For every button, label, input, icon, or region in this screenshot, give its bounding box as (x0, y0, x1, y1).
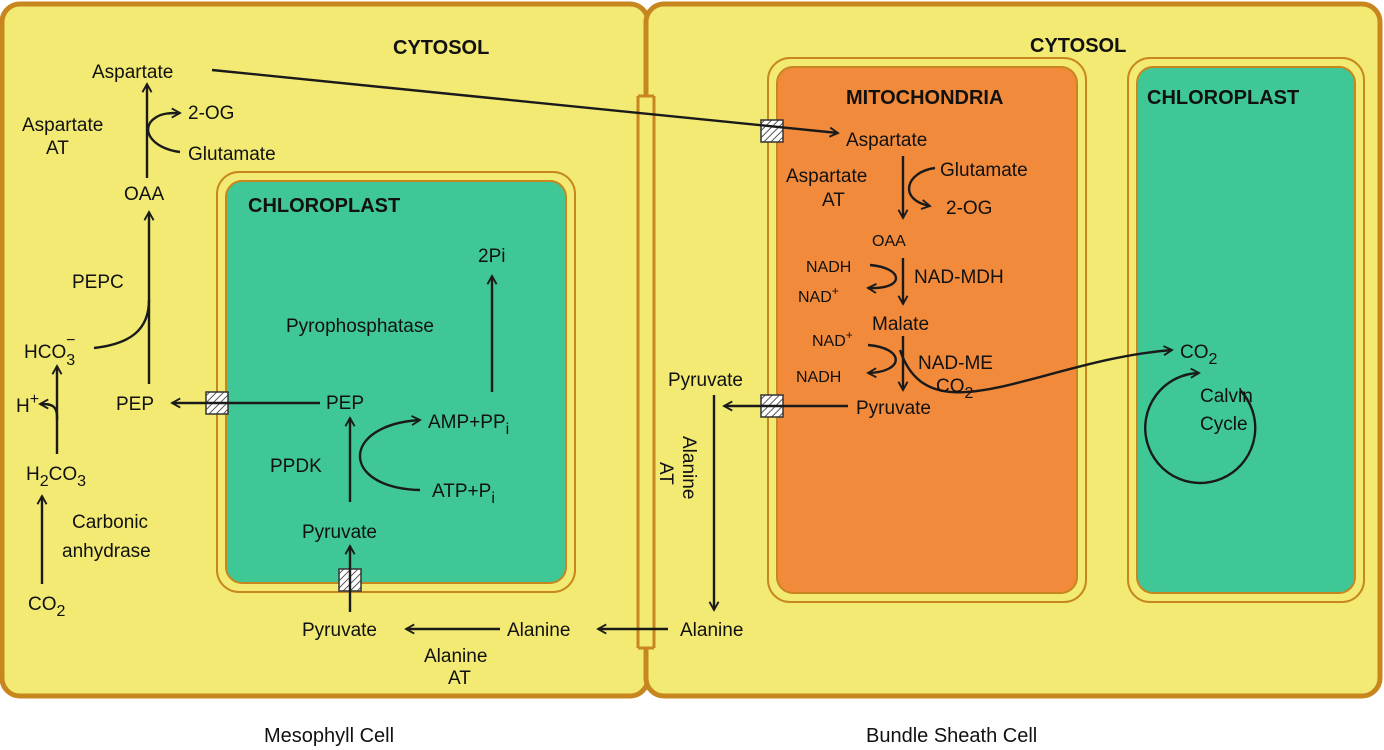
mesophyll-chloroplast (225, 180, 567, 584)
h-plus-sup: + (30, 391, 39, 408)
bs-chloroplast-title: CHLOROPLAST (1147, 87, 1299, 109)
nad-2-text: NAD (812, 333, 846, 350)
h2co3-co: CO (49, 464, 78, 485)
mito-co2-sub: 2 (965, 385, 974, 402)
mito-co2-label: CO2 (936, 376, 974, 402)
amp-pp-sub: i (506, 421, 510, 438)
mesophyll-co2-label: CO2 (28, 594, 66, 620)
arrow-nadh-to-nad-1 (868, 263, 898, 288)
mesophyll-pep-label: PEP (116, 394, 154, 415)
malate-label: Malate (872, 314, 929, 335)
bs-alanine-label: Alanine (680, 620, 743, 641)
arrow-h-plus (40, 404, 59, 421)
nad-1-label: NAD+ (798, 284, 839, 306)
bs-co2-sub: 2 (1209, 351, 1218, 368)
atp-p-sub: i (491, 490, 495, 507)
bundle-sheath-caption: Bundle Sheath Cell (866, 725, 1037, 747)
mesophyll-chloroplast-title: CHLOROPLAST (248, 195, 400, 217)
mesophyll-aspartate-label: Aspartate (92, 62, 173, 83)
mesophyll-co2-sub: 2 (57, 603, 66, 620)
h2co3-h: H (26, 464, 40, 485)
mitochondria-title: MITOCHONDRIA (846, 87, 1003, 109)
nadh-1-label: NADH (806, 259, 851, 276)
h-plus-text: H (16, 396, 30, 417)
alanine-at-bottom-2: AT (448, 668, 471, 689)
alanine-at-bottom-1: Alanine (424, 646, 487, 667)
hco3-sup: − (66, 332, 75, 349)
pepc-label: PEPC (72, 272, 124, 293)
bs-chloroplast-co2-label: CO2 (1180, 342, 1218, 368)
mito-2og-label: 2-OG (946, 198, 992, 219)
mesophyll-cytosol-title: CYTOSOL (393, 37, 489, 59)
chloroplast-pep-label: PEP (326, 393, 364, 414)
arrow-glutamate-to-2og (146, 113, 180, 154)
ppdk-label: PPDK (270, 456, 322, 477)
two-pi-label: 2Pi (478, 246, 505, 267)
arrow-aspartate-transfer (211, 68, 838, 133)
pyruvate-bottom-label: Pyruvate (302, 620, 377, 641)
plasmodesma (638, 96, 654, 648)
mito-aspartate-at-2: AT (822, 190, 845, 211)
amp-pp-label: AMP+PPi (428, 412, 509, 438)
amp-pp-text: AMP+PP (428, 412, 506, 433)
mito-oaa-label: OAA (872, 233, 906, 250)
arrow-hco3-to-pepc (93, 299, 151, 350)
h2co3-sub2: 3 (77, 473, 86, 490)
aspartate-at-label-1: Aspartate (22, 115, 103, 136)
arrow-glutamate-to-2og-mito (908, 166, 936, 206)
calvin-cycle-2: Cycle (1200, 414, 1248, 435)
arrow-co2-to-calvin (898, 350, 1172, 394)
nad-2-sup: + (846, 328, 853, 342)
mito-co2-text: CO (936, 376, 965, 397)
carbonic-anhydrase-1: Carbonic (72, 512, 148, 533)
nad-me-label: NAD-ME (918, 353, 993, 374)
mito-aspartate-at-1: Aspartate (786, 166, 867, 187)
two-og-label: 2-OG (188, 103, 234, 124)
mito-glutamate-label: Glutamate (940, 160, 1028, 181)
hco3-label: HCO3 − (24, 332, 75, 369)
alanine-bottom-label: Alanine (507, 620, 570, 641)
nad-1-sup: + (832, 284, 839, 298)
nad-2-label: NAD+ (812, 328, 853, 350)
bundle-sheath-cytosol-title: CYTOSOL (1030, 35, 1126, 57)
transporter-aspartate-mito (760, 119, 784, 143)
mito-aspartate-label: Aspartate (846, 130, 927, 151)
hco3-text: HCO (24, 342, 66, 363)
aspartate-at-label-2: AT (46, 138, 69, 159)
mitochondria (776, 66, 1078, 594)
atp-p-label: ATP+Pi (432, 481, 495, 507)
bs-alanine-at-1: Alanine (678, 436, 699, 499)
calvin-cycle-loop (1144, 373, 1257, 485)
oaa-label: OAA (124, 184, 164, 205)
mesophyll-caption: Mesophyll Cell (264, 725, 394, 747)
chloroplast-pyruvate-label: Pyruvate (302, 522, 377, 543)
bs-pyruvate-label: Pyruvate (668, 370, 743, 391)
nad-1-text: NAD (798, 289, 832, 306)
mesophyll-co2-text: CO (28, 594, 57, 615)
h-plus-label: H+ (16, 391, 39, 417)
glutamate-label: Glutamate (188, 144, 276, 165)
bundle-sheath-chloroplast (1136, 66, 1356, 594)
hco3-sub: 3 (66, 352, 75, 369)
h2co3-label: H2CO3 (26, 464, 86, 490)
calvin-cycle-1: Calvin (1200, 386, 1253, 407)
arrow-nad-to-nadh-2 (868, 343, 897, 373)
nad-mdh-label: NAD-MDH (914, 267, 1004, 288)
mito-pyruvate-label: Pyruvate (856, 398, 931, 419)
carbonic-anhydrase-2: anhydrase (62, 541, 151, 562)
h2co3-sub: 2 (40, 473, 49, 490)
nadh-2-label: NADH (796, 369, 841, 386)
arrow-ppdk-atp-to-amp (359, 420, 420, 492)
pyrophosphatase-label: Pyrophosphatase (286, 316, 434, 337)
bs-co2-text: CO (1180, 342, 1209, 363)
atp-p-text: ATP+P (432, 481, 491, 502)
bs-alanine-at-2: AT (655, 462, 676, 485)
